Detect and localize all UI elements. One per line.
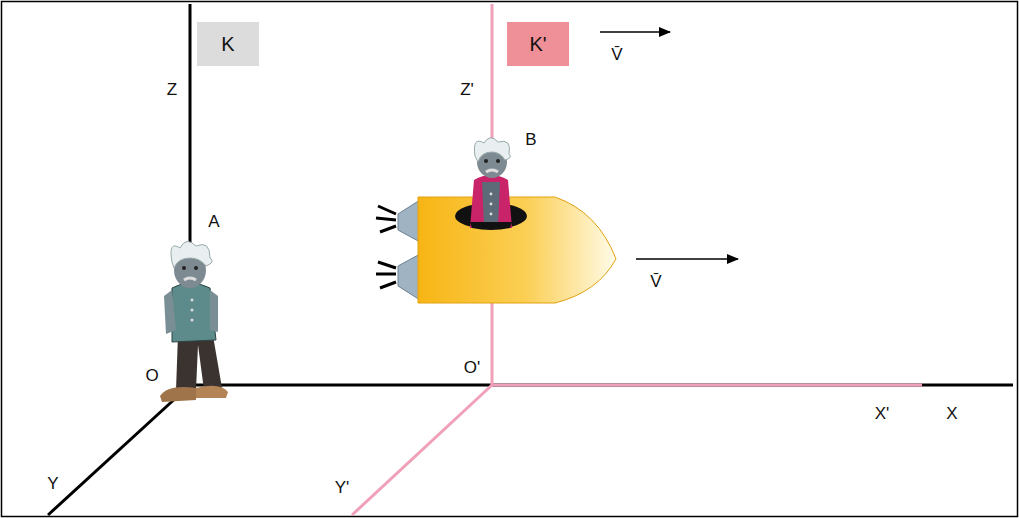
axis-label: Y'	[335, 479, 350, 498]
x-prime-axis	[492, 384, 922, 387]
velocity-arrow	[636, 258, 738, 260]
pilot-figure	[470, 138, 512, 230]
axis-label: X	[946, 405, 957, 424]
axis-label: V̄	[611, 46, 622, 65]
frame-name: K'	[529, 33, 546, 56]
y-prime-axis	[352, 385, 492, 515]
velocity-arrow	[600, 31, 670, 33]
axis-label: Z	[167, 81, 177, 100]
axis-label: A	[208, 213, 219, 232]
axis-label: O'	[464, 359, 480, 378]
axis-label: O	[145, 367, 158, 386]
frame-name: K	[221, 33, 234, 56]
frame-label-box: K'	[507, 22, 569, 66]
observer-figure	[160, 241, 228, 402]
axis-label: Y	[47, 475, 58, 494]
y-axis	[48, 385, 190, 515]
axis-label: B	[525, 131, 536, 150]
x-axis	[190, 384, 1013, 387]
frame-label-box: K	[197, 22, 259, 66]
axis-label: X'	[875, 405, 890, 424]
axis-label: Z'	[460, 81, 474, 100]
axis-label: V̄	[650, 273, 661, 292]
